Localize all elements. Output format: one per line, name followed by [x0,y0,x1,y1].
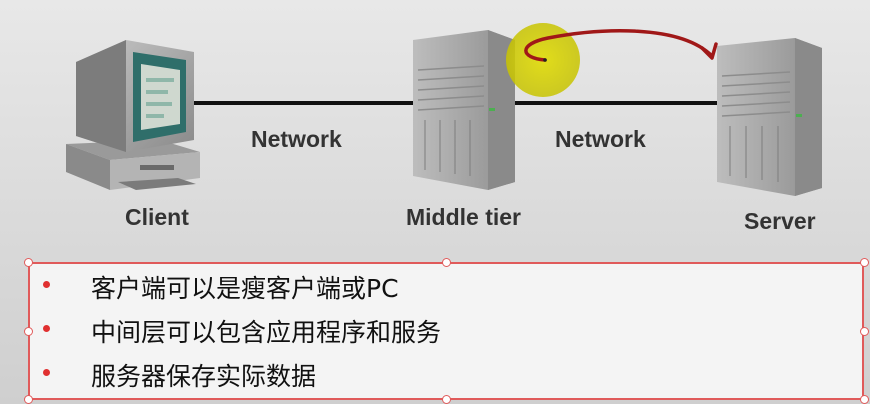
middle-tier-server-icon [413,30,515,190]
bullet-text: 服务器保存实际数据 [91,362,317,391]
server-icon [717,38,822,196]
client-label: Client [125,204,189,230]
server-label: Server [744,208,816,234]
bullet-dot [43,369,50,376]
arrow-head [700,42,718,60]
resize-handle-top[interactable] [441,257,451,267]
resize-handle-top-left[interactable] [23,257,33,267]
resize-handle-right[interactable] [859,326,869,336]
annotation-arrow [524,29,714,62]
resize-handle-bottom-left[interactable] [23,395,33,404]
network-label-right: Network [555,126,646,152]
network-label-left: Network [251,126,342,152]
resize-handle-bottom[interactable] [441,395,451,404]
bullet-item: 客户端可以是瘦客户端或PC [30,267,862,307]
resize-handle-top-right[interactable] [859,257,869,267]
bullet-text: 中间层可以包含应用程序和服务 [91,318,442,347]
bullet-item: 服务器保存实际数据 [30,355,862,395]
resize-handle-left[interactable] [23,326,33,336]
bullet-dot [43,325,50,332]
bullet-item: 中间层可以包含应用程序和服务 [30,311,862,351]
resize-handle-bottom-right[interactable] [859,395,869,404]
bullet-text: 客户端可以是瘦客户端或PC [91,274,399,303]
middle-tier-label: Middle tier [406,204,522,230]
bullet-dot [43,281,50,288]
client-computer-icon [66,40,200,190]
bullet-text-box[interactable]: 客户端可以是瘦客户端或PC 中间层可以包含应用程序和服务 服务器保存实际数据 [28,262,864,400]
